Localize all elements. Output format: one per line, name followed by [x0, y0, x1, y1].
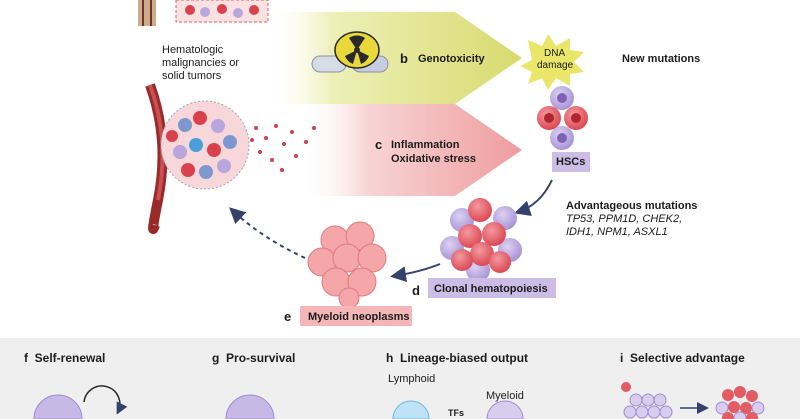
- hsc-label-bg: [552, 152, 590, 172]
- panel-i-letter: i: [620, 351, 624, 365]
- clonal-cluster: [440, 198, 522, 282]
- panel-h-title: h Lineage-biased output: [386, 351, 528, 365]
- myeloid-label-bg: [300, 306, 412, 326]
- panel-g-title: g Pro-survival: [212, 351, 295, 365]
- panel-d-letter: d: [412, 283, 420, 298]
- panel-f-label: Self-renewal: [34, 351, 106, 365]
- pro-survival-cell: [225, 394, 275, 419]
- panel-c-line2: Oxidative stress: [391, 153, 476, 165]
- dna-damage-line2: damage: [537, 60, 574, 71]
- tfs-label: TFs: [448, 408, 465, 418]
- arrow-hsc-to-ch: [514, 179, 553, 216]
- tumor-label-line1: Hematologic: [162, 44, 224, 56]
- tumor-label-line2: malignancies or: [162, 57, 240, 69]
- myeloid-label: Myeloid: [486, 390, 524, 402]
- tumor-illustration: [145, 83, 250, 235]
- panel-c-letter: c: [375, 137, 383, 152]
- advantageous-line1: TP53, PPM1D, CHEK2,: [566, 213, 683, 225]
- myeloid-neoplasm-cluster: [307, 221, 387, 309]
- dna-damage-burst: [520, 34, 584, 90]
- dashed-return-arrow: [229, 207, 306, 259]
- panel-g-label: Pro-survival: [226, 351, 296, 365]
- genotoxicity-arrow: [268, 12, 522, 104]
- self-renewal-cell: [33, 385, 128, 419]
- panel-c-line1: Inflammation: [391, 139, 460, 151]
- hsc-label: HSCs: [556, 156, 586, 168]
- dna-damage-line1: DNA: [544, 48, 566, 59]
- panel-i-title: i Selective advantage: [620, 351, 745, 365]
- tumor-label-line3: solid tumors: [162, 70, 222, 82]
- panel-e-label: Myeloid neoplasms: [308, 311, 410, 323]
- lineage-cells: [392, 400, 524, 419]
- panel-f-title: f Self-renewal: [24, 351, 105, 365]
- lymphoid-label: Lymphoid: [388, 373, 436, 385]
- clonal-label-bg: [428, 278, 556, 298]
- top-vessel: [138, 0, 269, 26]
- drug-radiation-icon: [311, 31, 389, 73]
- panel-g-letter: g: [212, 351, 220, 365]
- panel-h-letter: h: [386, 351, 394, 365]
- panel-d-label: Clonal hematopoiesis: [434, 283, 548, 295]
- selective-advantage-clusters: [621, 382, 765, 419]
- hsc-cluster: [537, 86, 588, 150]
- released-factor-dots: [250, 124, 316, 172]
- panel-e-letter: e: [284, 309, 292, 324]
- arrow-ch-to-mn: [390, 263, 441, 283]
- inflammation-arrow: [300, 104, 522, 196]
- advantageous-title: Advantageous mutations: [566, 200, 698, 212]
- advantageous-line2: IDH1, NPM1, ASXL1: [566, 226, 668, 238]
- new-mutations-label: New mutations: [622, 53, 701, 65]
- panel-h-label: Lineage-biased output: [400, 351, 529, 365]
- panel-b-letter: b: [400, 51, 408, 66]
- panel-b-label: Genotoxicity: [418, 53, 485, 65]
- panel-f-letter: f: [24, 351, 28, 365]
- panel-i-label: Selective advantage: [630, 351, 745, 365]
